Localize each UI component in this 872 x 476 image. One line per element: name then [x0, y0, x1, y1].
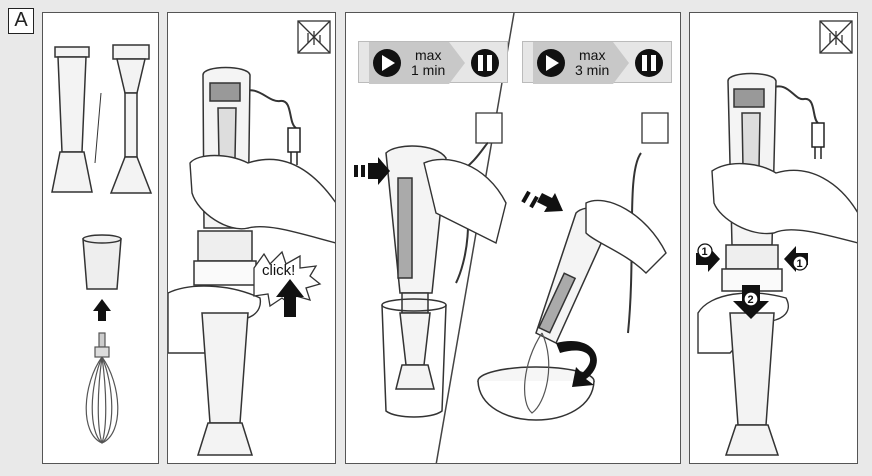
whisk-right — [523, 332, 550, 414]
pause-icon — [635, 49, 663, 77]
click-label: click! — [262, 262, 295, 279]
panel-attachments — [42, 12, 159, 464]
press-arrow-left — [354, 157, 390, 185]
figure-label: A — [8, 8, 34, 34]
step-number-2: 2 — [748, 294, 754, 306]
no-water-icon — [297, 20, 331, 54]
shaft-coupling — [193, 230, 257, 286]
timer-badge-1min: max 1 min — [358, 41, 508, 84]
blender-shaft — [724, 312, 780, 456]
release-arrow-left: 1 — [696, 243, 720, 272]
panel-divider — [435, 13, 515, 463]
power-plug — [811, 122, 825, 159]
hand-right — [585, 199, 667, 274]
panel-operation: max 1 min max 3 min — [345, 12, 681, 464]
hand-holding — [189, 154, 335, 244]
whisk — [85, 332, 119, 444]
arrow-right-icon — [696, 246, 720, 272]
timer-2-line1: max — [579, 47, 606, 63]
pause-icon — [471, 49, 499, 77]
press-arrow-right — [521, 190, 563, 212]
pull-down-arrow: 2 — [733, 285, 769, 319]
step-number-1-right: 1 — [797, 258, 803, 270]
blender-right — [535, 207, 609, 345]
release-arrow-right: 1 — [784, 246, 808, 272]
timer-1-line2: 1 min — [411, 62, 446, 78]
whisk-gearbox — [82, 234, 122, 290]
hand-holding — [711, 162, 857, 244]
hand-left — [423, 158, 507, 245]
timer-1-line1: max — [415, 47, 442, 63]
blender-shaft — [196, 312, 254, 456]
timer-2-line2: 3 min — [575, 62, 610, 78]
arrow-up-icon — [276, 279, 304, 317]
detach-illustration: 1 1 2 — [696, 20, 857, 456]
power-plug — [287, 127, 301, 165]
timer-badge-3min: max 3 min — [522, 41, 672, 84]
operation-illustration — [354, 13, 669, 463]
step-number-1-left: 1 — [702, 246, 708, 258]
attachments-illustration — [51, 44, 153, 444]
assembly-illustration: click! — [168, 20, 335, 456]
shaft-coupling — [721, 244, 783, 292]
wall-outlet-right — [641, 112, 669, 144]
rotation-arrow-icon — [556, 341, 597, 387]
power-cord — [239, 89, 297, 129]
arrow-up-icon — [93, 299, 111, 321]
panel-assembly: click! — [167, 12, 336, 464]
panel-detach: 1 1 2 — [689, 12, 858, 464]
power-cord — [769, 85, 819, 124]
click-burst: click! — [253, 250, 322, 308]
no-water-icon — [819, 20, 853, 54]
blender-shaft-right — [109, 44, 153, 194]
beaker — [381, 298, 447, 418]
mixing-bowl — [477, 366, 595, 421]
blender-shaft-left — [51, 46, 93, 193]
wall-outlet-left — [475, 112, 503, 144]
